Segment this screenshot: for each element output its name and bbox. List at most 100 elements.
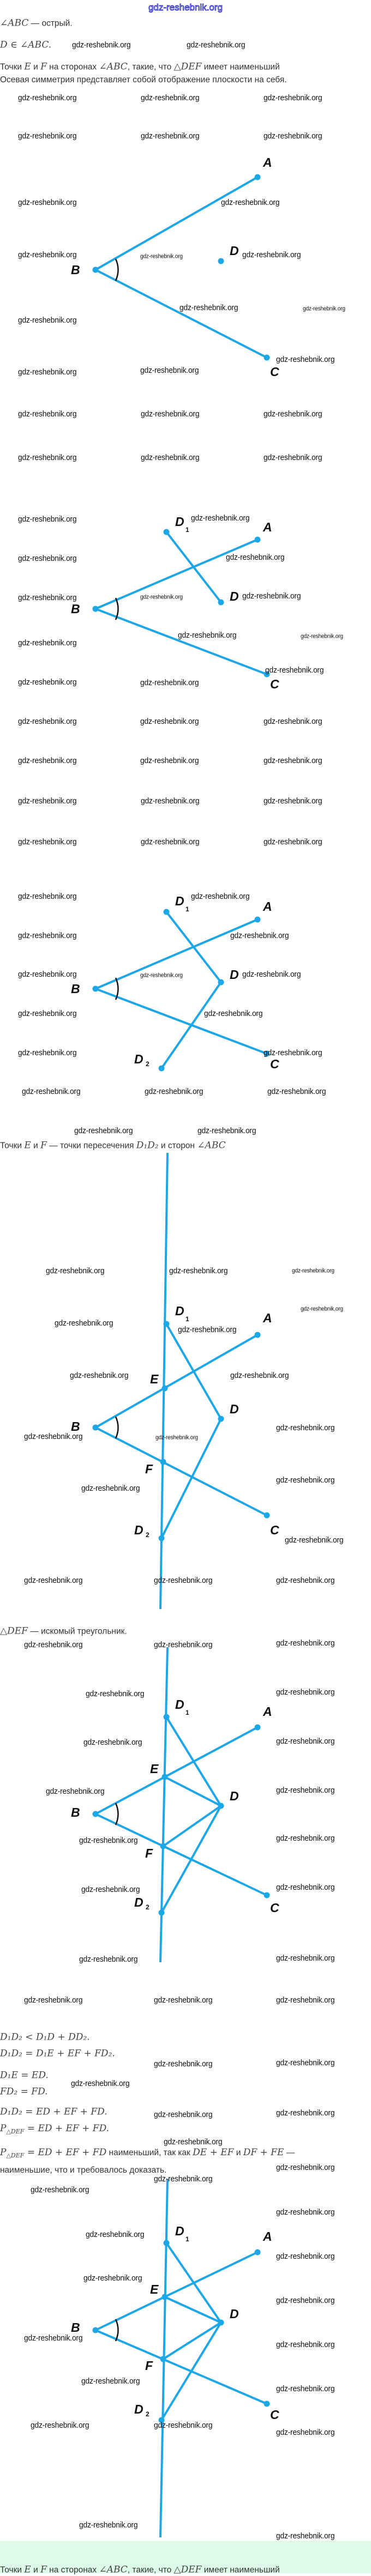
text-segment: , такие, что bbox=[127, 62, 174, 72]
watermark: gdz-reshebnik.org bbox=[18, 316, 77, 325]
label-e: E bbox=[150, 2282, 159, 2296]
watermark: gdz-reshebnik.org bbox=[18, 717, 77, 726]
point-a bbox=[254, 1332, 261, 1338]
watermark: gdz-reshebnik.org bbox=[242, 250, 301, 259]
watermark: gdz-reshebnik.org bbox=[242, 591, 301, 601]
watermark: gdz-reshebnik.org bbox=[154, 2421, 213, 2430]
point-d bbox=[218, 599, 224, 606]
text-segment: наименьшие, что и требовалось доказать. bbox=[0, 2166, 167, 2175]
segment-d1d bbox=[165, 1323, 222, 1420]
segment-bc bbox=[94, 269, 268, 359]
angle-arc-icon bbox=[115, 2319, 119, 2342]
watermark: gdz-reshebnik.org bbox=[301, 633, 343, 640]
label-e: E bbox=[150, 1372, 159, 1386]
point-c bbox=[264, 2400, 270, 2407]
watermark: gdz-reshebnik.org bbox=[292, 1267, 334, 1274]
watermark: gdz-reshebnik.org bbox=[31, 2421, 89, 2430]
point-e bbox=[161, 1385, 168, 1392]
watermark: gdz-reshebnik.org bbox=[18, 93, 77, 102]
watermark: gdz-reshebnik.org bbox=[187, 40, 246, 50]
conclusion: наименьшие, что и требовалось доказать. bbox=[0, 2165, 166, 2176]
label-d2-subscript: 2 bbox=[146, 1060, 149, 1068]
label-a: A bbox=[262, 155, 272, 170]
label-c: C bbox=[270, 365, 279, 379]
point-b bbox=[92, 985, 99, 992]
label-a: A bbox=[262, 899, 272, 914]
text-segment: , такие, что bbox=[127, 2565, 174, 2575]
label-a: A bbox=[262, 1311, 272, 1325]
point-b bbox=[92, 1811, 99, 1817]
highlight-band bbox=[0, 2541, 371, 2573]
watermark: gdz-reshebnik.org bbox=[141, 93, 200, 102]
watermark: gdz-reshebnik.org bbox=[141, 131, 200, 141]
watermark: gdz-reshebnik.org bbox=[276, 1688, 335, 1697]
watermark: gdz-reshebnik.org bbox=[221, 198, 280, 207]
eq-sum: D₁D₂ = D₁E + EF + FD₂. bbox=[0, 2048, 115, 2060]
watermark: gdz-reshebnik.org bbox=[276, 1476, 335, 1485]
point-e bbox=[161, 1774, 168, 1780]
watermark: gdz-reshebnik.org bbox=[140, 972, 183, 979]
watermark: gdz-reshebnik.org bbox=[154, 2059, 213, 2069]
point-d bbox=[218, 2319, 224, 2326]
point-c bbox=[264, 1512, 270, 1519]
label-d2-subscript: 2 bbox=[146, 1531, 149, 1539]
label-c: C bbox=[270, 2408, 279, 2422]
math-segment: F bbox=[40, 2564, 47, 2575]
watermark: gdz-reshebnik.org bbox=[18, 250, 77, 259]
watermark: gdz-reshebnik.org bbox=[169, 1266, 228, 1275]
segment-dd2 bbox=[160, 1805, 222, 1914]
watermark: gdz-reshebnik.org bbox=[55, 1319, 113, 1328]
watermark: gdz-reshebnik.org bbox=[140, 756, 199, 765]
watermark: gdz-reshebnik.org bbox=[18, 970, 77, 979]
watermark: gdz-reshebnik.org bbox=[140, 253, 183, 260]
segment-ed bbox=[164, 2296, 222, 2324]
eq-fd2: FD₂ = FD. bbox=[0, 2087, 48, 2098]
point-d2 bbox=[158, 1909, 165, 1916]
watermark: gdz-reshebnik.org bbox=[18, 931, 77, 940]
label-f: F bbox=[145, 2359, 153, 2373]
label-c: C bbox=[270, 1523, 279, 1537]
label-d1: D bbox=[175, 894, 184, 908]
watermark: gdz-reshebnik.org bbox=[154, 1996, 213, 2005]
watermark: gdz-reshebnik.org bbox=[264, 717, 322, 726]
watermark: gdz-reshebnik.org bbox=[264, 93, 322, 102]
label-d1: D bbox=[175, 2224, 184, 2238]
segment-d1d bbox=[165, 1716, 222, 1807]
watermark: gdz-reshebnik.org bbox=[24, 1432, 83, 1441]
eq-d1d2: D₁D₂ = ED + EF + FD. bbox=[0, 2107, 107, 2118]
label-d2: D bbox=[134, 1523, 143, 1537]
angle-arc-icon bbox=[115, 977, 119, 1000]
angle-arc-icon bbox=[115, 1416, 119, 1439]
math-segment: FD₂ = FD. bbox=[0, 2086, 48, 2097]
text-segment: — bbox=[284, 2148, 295, 2157]
watermark: gdz-reshebnik.org bbox=[18, 409, 77, 419]
point-e bbox=[161, 2294, 168, 2300]
watermark: gdz-reshebnik.org bbox=[276, 2163, 335, 2172]
watermark: gdz-reshebnik.org bbox=[178, 631, 237, 640]
label-e: E bbox=[150, 1762, 159, 1776]
label-d1-subscript: 1 bbox=[185, 905, 189, 913]
symmetry-axis-d1d2 bbox=[159, 1152, 169, 1610]
watermark: gdz-reshebnik.org bbox=[22, 1087, 81, 1096]
watermark: gdz-reshebnik.org bbox=[285, 1535, 344, 1545]
watermark: gdz-reshebnik.org bbox=[264, 756, 322, 765]
math-segment: D₁E = ED. bbox=[0, 2070, 49, 2081]
watermark: gdz-reshebnik.org bbox=[86, 2230, 145, 2239]
watermark: gdz-reshebnik.org bbox=[18, 638, 77, 648]
label-a: A bbox=[262, 520, 272, 534]
point-b bbox=[92, 606, 99, 612]
watermark: gdz-reshebnik.org bbox=[191, 892, 250, 901]
label-c: C bbox=[270, 1057, 279, 1071]
angle-arc-icon bbox=[115, 258, 119, 281]
watermark: gdz-reshebnik.org bbox=[230, 931, 289, 940]
point-a bbox=[254, 916, 261, 923]
label-d2: D bbox=[134, 1895, 143, 1909]
label-d2-subscript: 2 bbox=[146, 2410, 149, 2418]
watermark: gdz-reshebnik.org bbox=[154, 1576, 213, 1585]
text-segment: Точки bbox=[0, 62, 25, 72]
text-segment: — искомый треугольник. bbox=[27, 1626, 127, 1636]
eq-perimeter: P△DEF = ED + EF + FD. bbox=[0, 2123, 109, 2137]
watermark: gdz-reshebnik.org bbox=[204, 1009, 263, 1018]
label-d: D bbox=[230, 1789, 239, 1803]
segment-bc bbox=[94, 1426, 268, 1516]
